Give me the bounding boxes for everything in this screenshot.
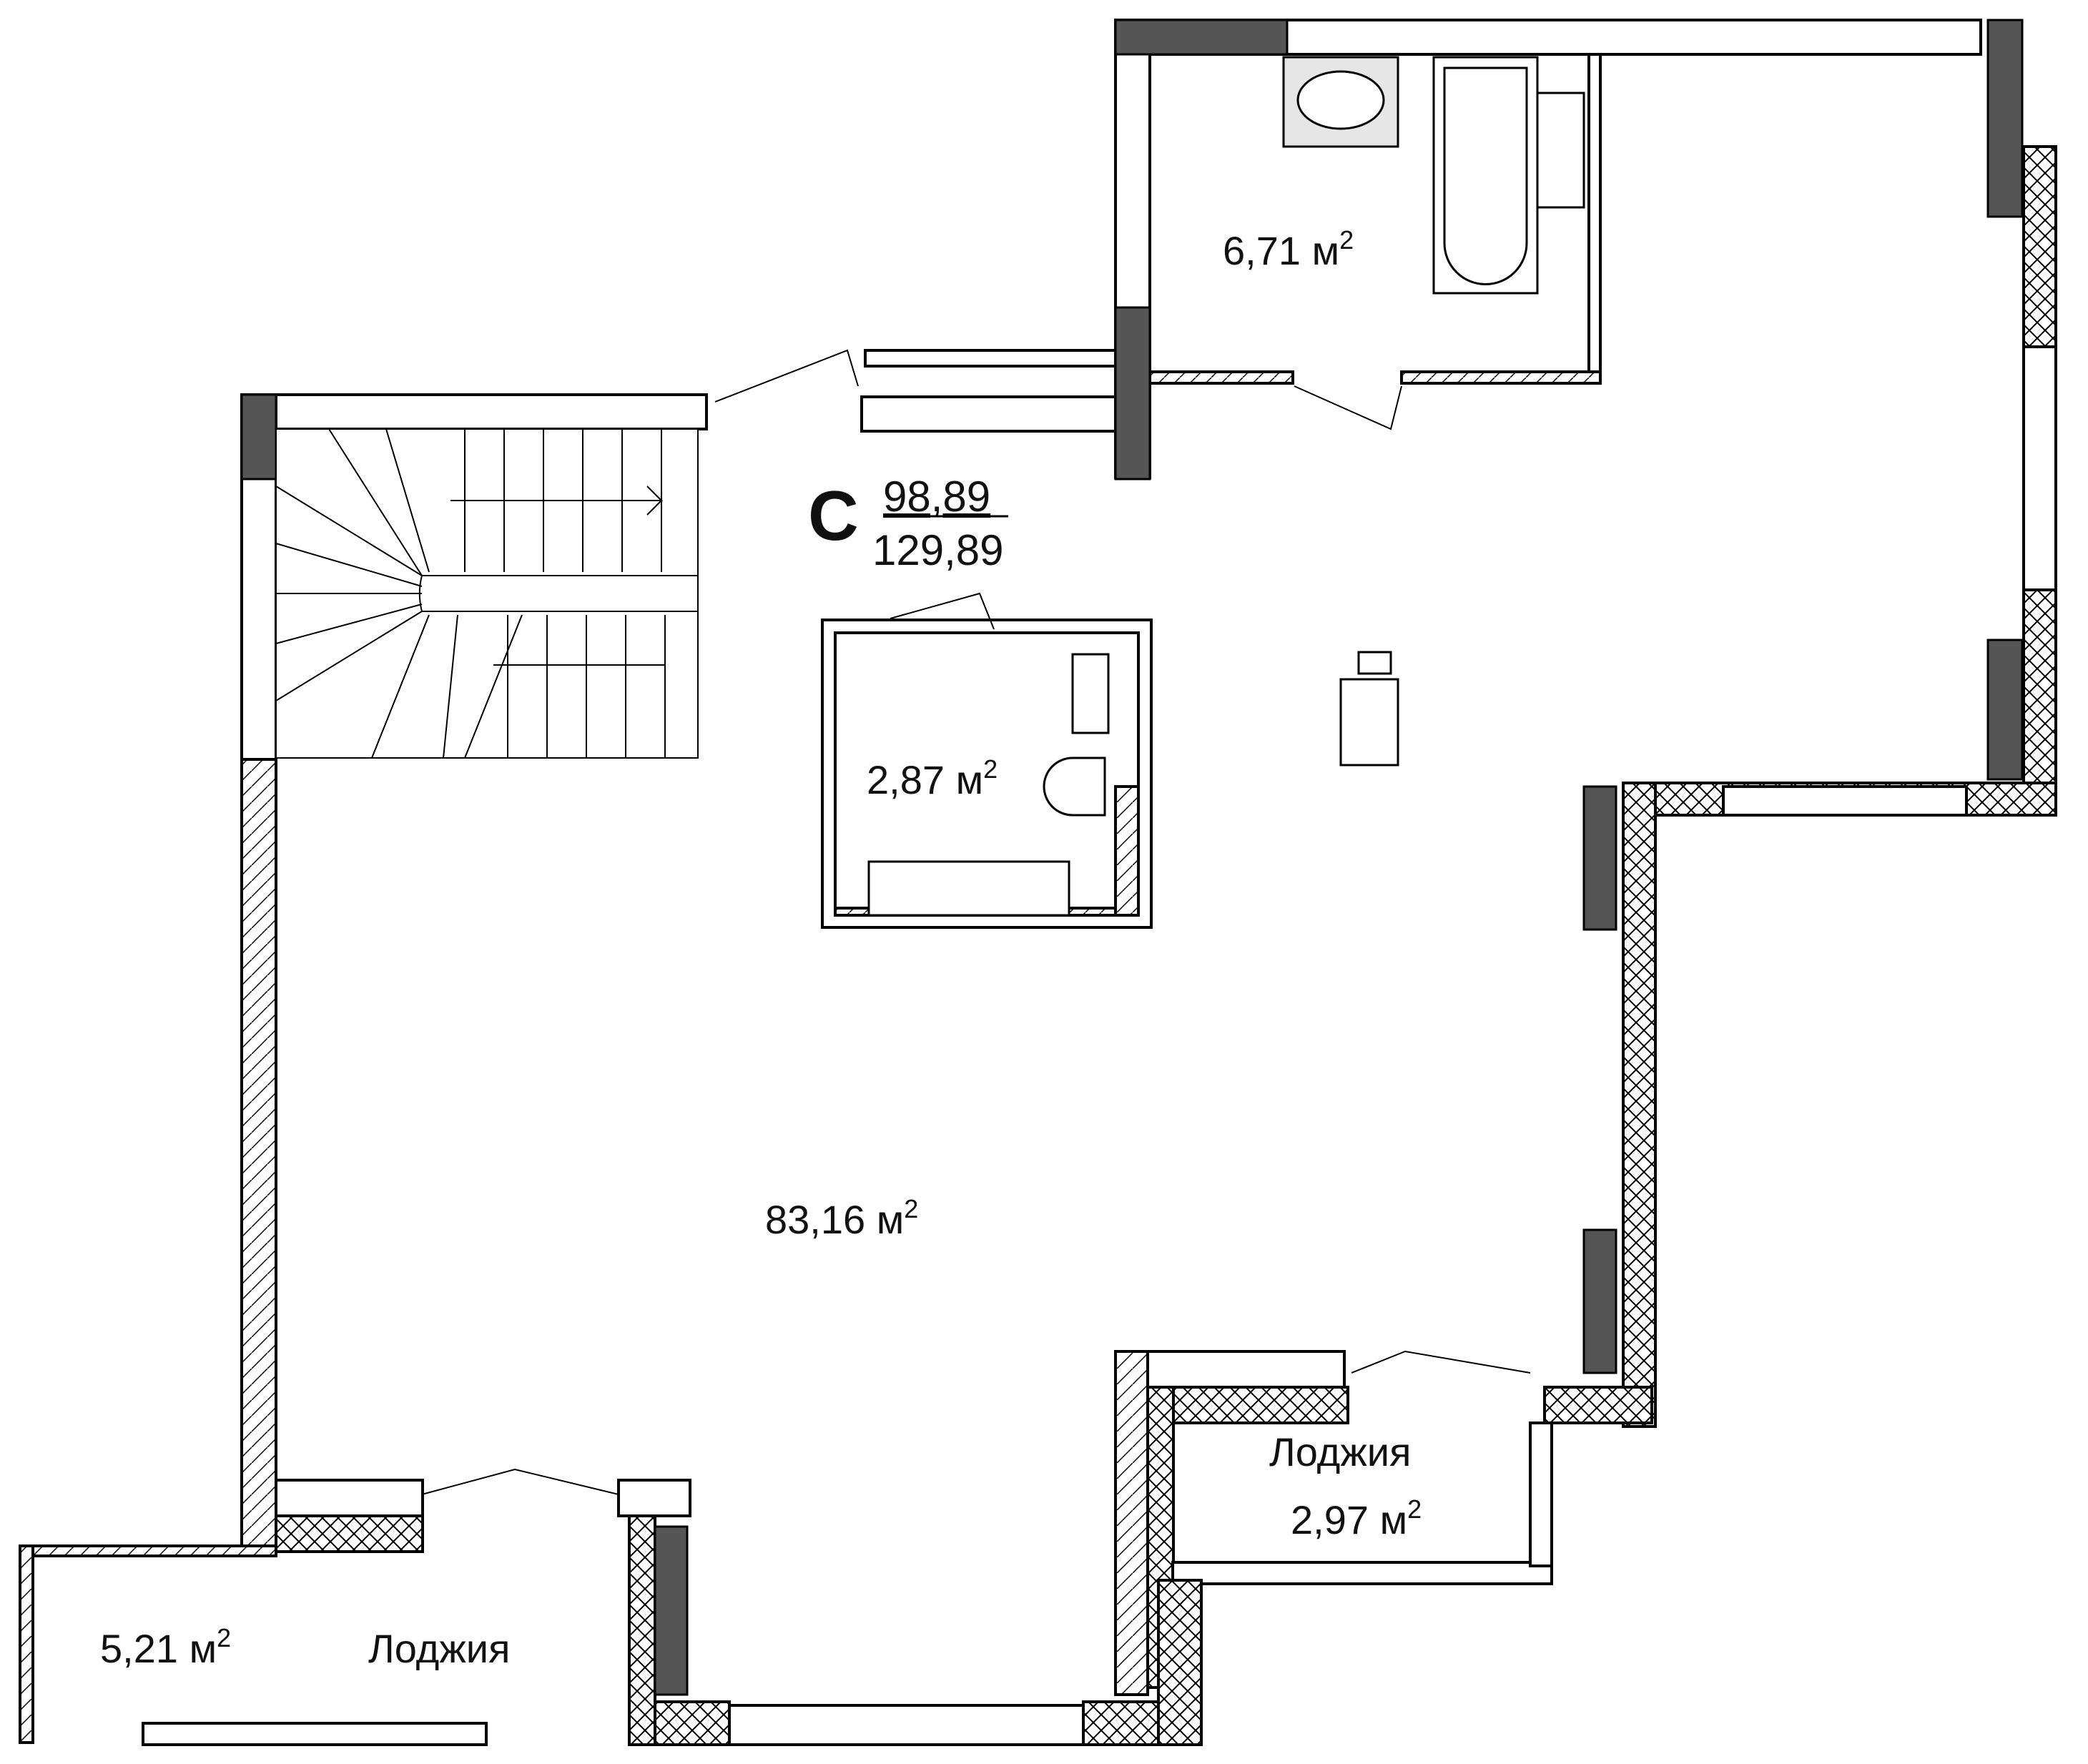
heater-bath xyxy=(1536,92,1585,209)
window-right-step xyxy=(1722,785,1968,817)
wall-loggia-l-outer-top xyxy=(19,1544,277,1557)
radiator-wc xyxy=(867,860,1070,917)
label-wc: 2,87 м2 xyxy=(867,754,998,802)
window-loggia-r-side xyxy=(1529,1421,1553,1567)
columns xyxy=(240,19,2024,1696)
wall-loggia-r-top2 xyxy=(1114,1350,1346,1389)
wall-loggia-l-top2 xyxy=(275,1514,424,1553)
unit-letter: С xyxy=(808,476,859,555)
wall-loggia-r-top xyxy=(1146,1386,1349,1424)
sink-wc xyxy=(1071,653,1110,734)
window-bottom-mid xyxy=(728,1704,1088,1746)
wall-left xyxy=(240,758,277,1547)
wall-stair-top2 xyxy=(864,349,1117,368)
wall-loggia-l-rtop xyxy=(617,1479,691,1517)
label-bathroom: 6,71 м2 xyxy=(1223,225,1354,273)
label-loggia-left-name: Лоджия xyxy=(368,1626,510,1671)
label-loggia-left-area: 5,21 м2 xyxy=(100,1623,231,1671)
window-loggia-r xyxy=(1171,1561,1553,1585)
label-loggia-right-name: Лоджия xyxy=(1269,1429,1411,1474)
wall-right-long xyxy=(1622,782,1657,1428)
bathtub-inner xyxy=(1443,66,1528,285)
wall-loggia-r-right xyxy=(1543,1386,1653,1424)
wall-stair-top3 xyxy=(860,395,1117,433)
doors xyxy=(421,349,1531,1495)
wall-loggia-r-left xyxy=(1114,1350,1149,1696)
wall-loggia-l-right xyxy=(628,1514,656,1746)
wall-loggia-l-left xyxy=(19,1544,34,1744)
radiator-main xyxy=(1339,678,1399,767)
wall-right-mid xyxy=(2022,588,2057,806)
label-loggia-right-area: 2,97 м2 xyxy=(1291,1494,1422,1542)
meter-main xyxy=(1357,651,1392,675)
label-main: 83,16 м2 xyxy=(765,1194,918,1242)
wall-bath-bottom-left xyxy=(1148,370,1294,385)
wall-loggia-r-col xyxy=(1157,1579,1203,1746)
wall-bottom-mid xyxy=(649,1700,731,1746)
window-right-top xyxy=(2022,345,2057,591)
living-area: 98,89 xyxy=(883,473,990,521)
sink-bowl xyxy=(1296,70,1385,130)
wall-loggia-l-top xyxy=(275,1479,424,1517)
wall-stair-top xyxy=(240,393,708,430)
total-area: 129,89 xyxy=(872,526,1004,574)
wall-bath-bottom-right xyxy=(1400,370,1602,385)
window-loggia-l xyxy=(142,1722,488,1746)
wall-right-top xyxy=(2022,145,2057,348)
toilet xyxy=(1043,757,1106,817)
wall-bath-right xyxy=(1587,53,1602,385)
fixtures xyxy=(867,56,1585,917)
staircase xyxy=(275,428,699,759)
wall-wc-right xyxy=(1114,785,1140,917)
